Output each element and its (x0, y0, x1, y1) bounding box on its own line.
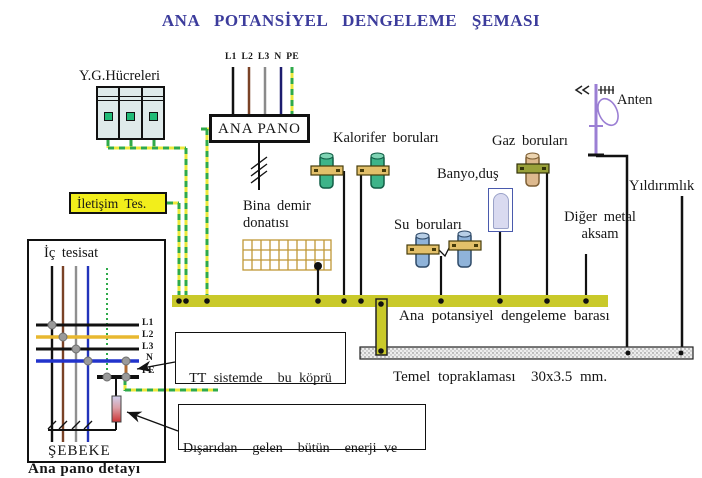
detail-panel-wiring (36, 266, 139, 442)
feeder-conductors (231, 67, 283, 114)
iletisim-tes-box: İletişim Tes. (69, 192, 167, 214)
anten-label: Anten (617, 92, 653, 108)
bus-connection-dots (176, 298, 684, 356)
bathtub-shape (493, 193, 509, 229)
su-borulari-label: Su boruları (394, 217, 462, 233)
bina-demir-label: Bina demir donatısı (243, 198, 311, 231)
yildirimlik-label: Yıldırımlık (629, 178, 695, 194)
cell-indicator (126, 112, 136, 121)
detail-l2-label: L2 (142, 330, 154, 340)
bus-bar-label: Ana potansiyel dengeleme barası (399, 308, 610, 324)
detail-l1-label: L1 (142, 318, 154, 328)
ana-pano-detail-box (27, 239, 166, 463)
foundation-earth-label: Temel topraklaması 30x3.5 mm. (393, 369, 608, 385)
outgoing-circuits-symbol (250, 143, 268, 190)
pipe-clamp (516, 163, 550, 174)
sebeke-label: ŞEBEKE (48, 443, 111, 459)
earth-line-iletisim (167, 201, 181, 298)
detail-pe-label: PE (142, 366, 155, 376)
gaz-label: Gaz boruları (492, 133, 568, 149)
detail-n-label: N (146, 353, 154, 363)
water-pipes (406, 230, 482, 268)
earth-line-yg-cells (106, 140, 188, 298)
hv-cell (118, 88, 141, 138)
hv-cell (140, 88, 163, 138)
agk-note-arrow (126, 411, 179, 432)
pipe-clamp (406, 244, 440, 255)
pipe-clamp (448, 240, 482, 251)
earth-line-ana-pano (201, 127, 209, 298)
antenna-dish (597, 97, 619, 127)
hv-cell (98, 88, 119, 138)
detail-l3-label: L3 (142, 342, 154, 352)
bonding-conductors (316, 154, 684, 350)
pipe-clamp (310, 165, 344, 176)
bathtub-icon (488, 188, 513, 232)
tt-note-arrow (136, 360, 176, 373)
banyo-dus-label: Banyo,duş (437, 166, 499, 182)
cell-indicator (148, 112, 158, 121)
kalorifer-label: Kalorifer boruları (333, 130, 439, 146)
ic-tesisat-label: İç tesisat (44, 245, 99, 261)
pipe-clamp (356, 165, 390, 176)
heating-pipes (310, 152, 390, 189)
hv-cells-icon (96, 86, 165, 140)
tt-note-box: TT sistemde bu köprü olmayacaktır. (175, 332, 346, 434)
detail-caption: Ana pano detayı (28, 461, 141, 477)
gas-pipe (516, 152, 550, 187)
agk-note-box: Dışarıdan gelen bütün enerji ve iletişim… (178, 404, 426, 456)
foundation-earth-strip (359, 346, 694, 360)
diger-metal-label: Diğer metal aksam (564, 209, 636, 242)
bus-to-foundation-link (375, 298, 388, 356)
cell-indicator (104, 112, 114, 121)
page-title: ANA POTANSİYEL DENGELEME ŞEMASI (161, 11, 541, 30)
antenna-earth-conductor (596, 154, 629, 350)
ana-pano-box: ANA PANO (209, 114, 310, 143)
yg-hucreleri-label: Y.G.Hücreleri (79, 68, 161, 84)
feeder-phase-labels: L1 L2 L3 N PE (225, 52, 299, 62)
equipotential-bus-bar (172, 295, 608, 307)
antenna-icon (574, 84, 619, 157)
